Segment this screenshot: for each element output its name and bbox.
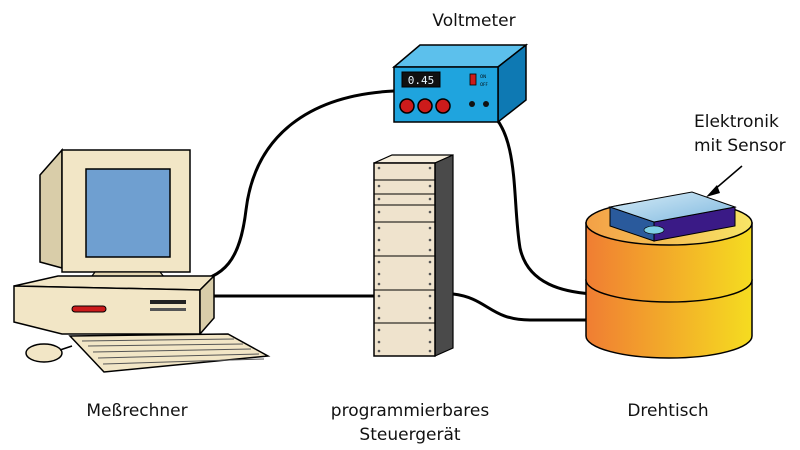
rack-front bbox=[373, 162, 436, 357]
floppy-drive bbox=[71, 305, 107, 313]
keyboard-keys bbox=[81, 338, 265, 365]
keyboard bbox=[68, 333, 271, 373]
rack-screws bbox=[377, 166, 432, 353]
voltmeter-display-value: 0.45 bbox=[408, 74, 435, 87]
terminal-1 bbox=[469, 101, 475, 107]
monitor-screen bbox=[85, 168, 171, 258]
monitor-side bbox=[39, 148, 63, 269]
voltmeter-knobs bbox=[399, 98, 451, 114]
turntable-label: Drehtisch bbox=[627, 401, 709, 421]
controller-rack bbox=[373, 154, 454, 357]
cables bbox=[186, 89, 594, 322]
cable-voltmeter-turntable bbox=[486, 108, 594, 296]
cable-computer-voltmeter bbox=[186, 89, 396, 285]
mouse bbox=[25, 343, 63, 363]
sensor-box bbox=[608, 191, 737, 242]
sensor-label-line1: Elektronik bbox=[694, 112, 779, 132]
sensor-pointer-arrow bbox=[706, 165, 743, 197]
computer-case-side bbox=[199, 274, 215, 336]
knob-3 bbox=[435, 98, 451, 114]
computer-label: Meßrechner bbox=[86, 401, 188, 421]
rack-modules bbox=[374, 179, 435, 324]
sensor-chip bbox=[643, 225, 665, 235]
controller-label-line1: programmierbares bbox=[330, 401, 490, 421]
sensor-label-line2: mit Sensor bbox=[694, 136, 786, 156]
rack-side bbox=[434, 154, 454, 357]
cable-controller-turntable bbox=[451, 292, 594, 322]
voltmeter: 0.45 ON OFF bbox=[391, 43, 529, 124]
switch-on-label: ON bbox=[480, 74, 486, 79]
voltmeter-label: Voltmeter bbox=[432, 11, 516, 31]
voltmeter-terminals bbox=[469, 101, 489, 107]
switch-off-label: OFF bbox=[480, 82, 488, 87]
computer bbox=[13, 148, 271, 373]
voltmeter-display bbox=[401, 71, 441, 88]
terminal-2 bbox=[483, 101, 489, 107]
knob-2 bbox=[417, 98, 433, 114]
sensor-top bbox=[608, 191, 737, 223]
mouse-cable bbox=[59, 345, 73, 351]
computer-case-front bbox=[13, 285, 201, 335]
power-switch bbox=[469, 73, 477, 86]
controller-label-line2: Steuergerät bbox=[359, 425, 461, 445]
knob-1 bbox=[399, 98, 415, 114]
drive-bay bbox=[150, 300, 186, 304]
drive-bay-2 bbox=[150, 308, 186, 311]
